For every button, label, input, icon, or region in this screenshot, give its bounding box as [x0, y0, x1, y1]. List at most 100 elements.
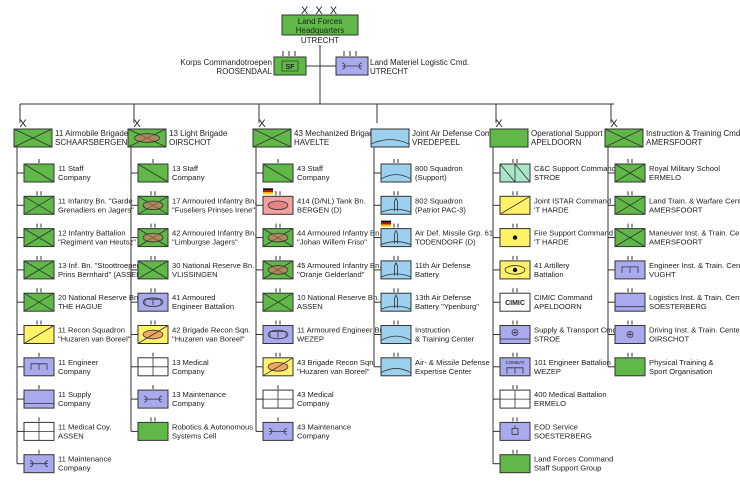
column-header-name: 11 Airmobile Brigade [55, 129, 129, 138]
unit-box[interactable]: 10 National Reserve Bn.ASSEN [262, 288, 379, 312]
column-header-name: 13 Light Brigade [169, 129, 228, 138]
unit-box[interactable]: 17 Armoured Infantry Bn."Fuseliers Prins… [137, 191, 256, 215]
unit-box[interactable]: Logistics Inst. & Train. CenterSOESTERBE… [614, 288, 740, 312]
unit-subtitle: Grenadiers en Jagers" [58, 205, 134, 214]
unit-box[interactable]: 12 Infantry Battalion"Regiment van Heuts… [23, 223, 136, 248]
unit-subtitle: BERGEN (D) [297, 205, 342, 214]
unit-box[interactable]: 43 Brigade Recon Sqn."Huzaren van Boreel… [262, 352, 376, 377]
unit-subtitle: Company [297, 431, 330, 440]
unit-name: 11 Medical Coy. [58, 422, 111, 431]
column-echelon: X [610, 118, 618, 130]
svg-text:CIMIC: CIMIC [505, 300, 525, 307]
column-header[interactable]: Instruction & Training Cmd.AMERSFOORT [604, 128, 740, 148]
unit-symbol [614, 292, 646, 312]
korps-commandotroepen[interactable]: SF Korps Commandotroepen ROOSENDAAL [180, 51, 307, 76]
unit-box[interactable]: Instruction& Training Center [380, 320, 475, 344]
unit-box[interactable]: 45 Armoured Infantry Bn."Oranje Gelderla… [262, 255, 381, 280]
unit-symbol [137, 421, 169, 441]
land-materiel-logistic-cmd[interactable]: Land Materiel Logistic Cmd. UTRECHT [335, 51, 469, 76]
column-echelon: X [258, 118, 266, 130]
unit-box[interactable]: Joint ISTAR Command'T HARDE [499, 191, 611, 215]
unit-box[interactable]: 11 Armoured Engineer Bn.WEZEP [262, 320, 386, 344]
unit-subtitle: APELDOORN [534, 302, 582, 311]
unit-subtitle: SOESTERBERG [534, 431, 592, 440]
unit-symbol [23, 389, 55, 409]
maintenance-icon [341, 62, 363, 70]
hq-title-line2: Headquarters [296, 26, 344, 35]
unit-box[interactable]: 414 (D/NL) Tank Bn.BERGEN (D) [262, 188, 366, 215]
hq-echelon: X X X [301, 5, 339, 17]
unit-name: 101 Engineer Battalion [534, 358, 611, 367]
unit-name: Land Forces Command [534, 455, 613, 464]
unit-name: Robotics & Autonomous [172, 422, 253, 431]
unit-subtitle: OIRSCHOT [649, 335, 689, 344]
unit-box[interactable]: 11 Medical Coy.ASSEN [23, 417, 111, 441]
unit-name: Air- & Missile Defense [415, 358, 490, 367]
hq-symbol [281, 14, 359, 36]
land-forces-hq[interactable]: X X X Land Forces Headquarters UTRECHT [281, 5, 359, 45]
unit-box[interactable]: 20 National Reserve Bn.THE HAGUE [23, 288, 140, 312]
unit-box[interactable]: 42 Armoured Infantry Bn."Limburgse Jager… [137, 223, 256, 248]
unit-box[interactable]: Physical Training &Sport Organisation [614, 352, 714, 377]
unit-name: 11 Armoured Engineer Bn. [297, 326, 386, 335]
unit-box[interactable]: Fire Support Command'T HARDE [499, 223, 613, 248]
unit-name: 42 Armoured Infantry Bn. [172, 229, 256, 238]
unit-box[interactable]: 802 Squadron(Patriot PAC-3) [380, 191, 466, 215]
unit-subtitle: ASSEN [58, 431, 84, 440]
unit-subtitle: STROE [534, 173, 560, 182]
unit-subtitle: Company [58, 399, 91, 408]
unit-name: 11 Engineer [58, 358, 99, 367]
unit-name: Supply & Transport Cmd. [534, 326, 619, 335]
unit-name: 45 Armoured Infantry Bn. [297, 261, 381, 270]
unit-subtitle: "Johan Willem Friso" [297, 238, 367, 247]
unit-box[interactable]: 44 Armoured Infantry Bn."Johan Willem Fr… [262, 223, 381, 248]
unit-box[interactable]: 800 Squadron(Support) [380, 159, 463, 183]
unit-box[interactable]: 42 Brigade Recon Sqn."Huzaren van Boreel… [137, 320, 251, 344]
column-header[interactable]: Operational Support Cmd.APELDOORN [489, 128, 624, 148]
unit-box[interactable]: Supply & Transport Cmd.STROE [499, 320, 619, 344]
unit-box[interactable]: 30 National Reserve Bn.VLISSINGEN [137, 255, 254, 280]
unit-name: 12 Infantry Battalion [58, 229, 126, 238]
korps-sf-label: SF [286, 64, 296, 71]
unit-name: Joint ISTAR Command [534, 196, 611, 205]
unit-subtitle: "Oranje Gelderland" [297, 270, 365, 279]
unit-name: Driving Inst. & Train. Center [649, 326, 740, 335]
unit-box[interactable]: 11 Recon Squadron"Huzaren van Boreel" [23, 320, 131, 344]
